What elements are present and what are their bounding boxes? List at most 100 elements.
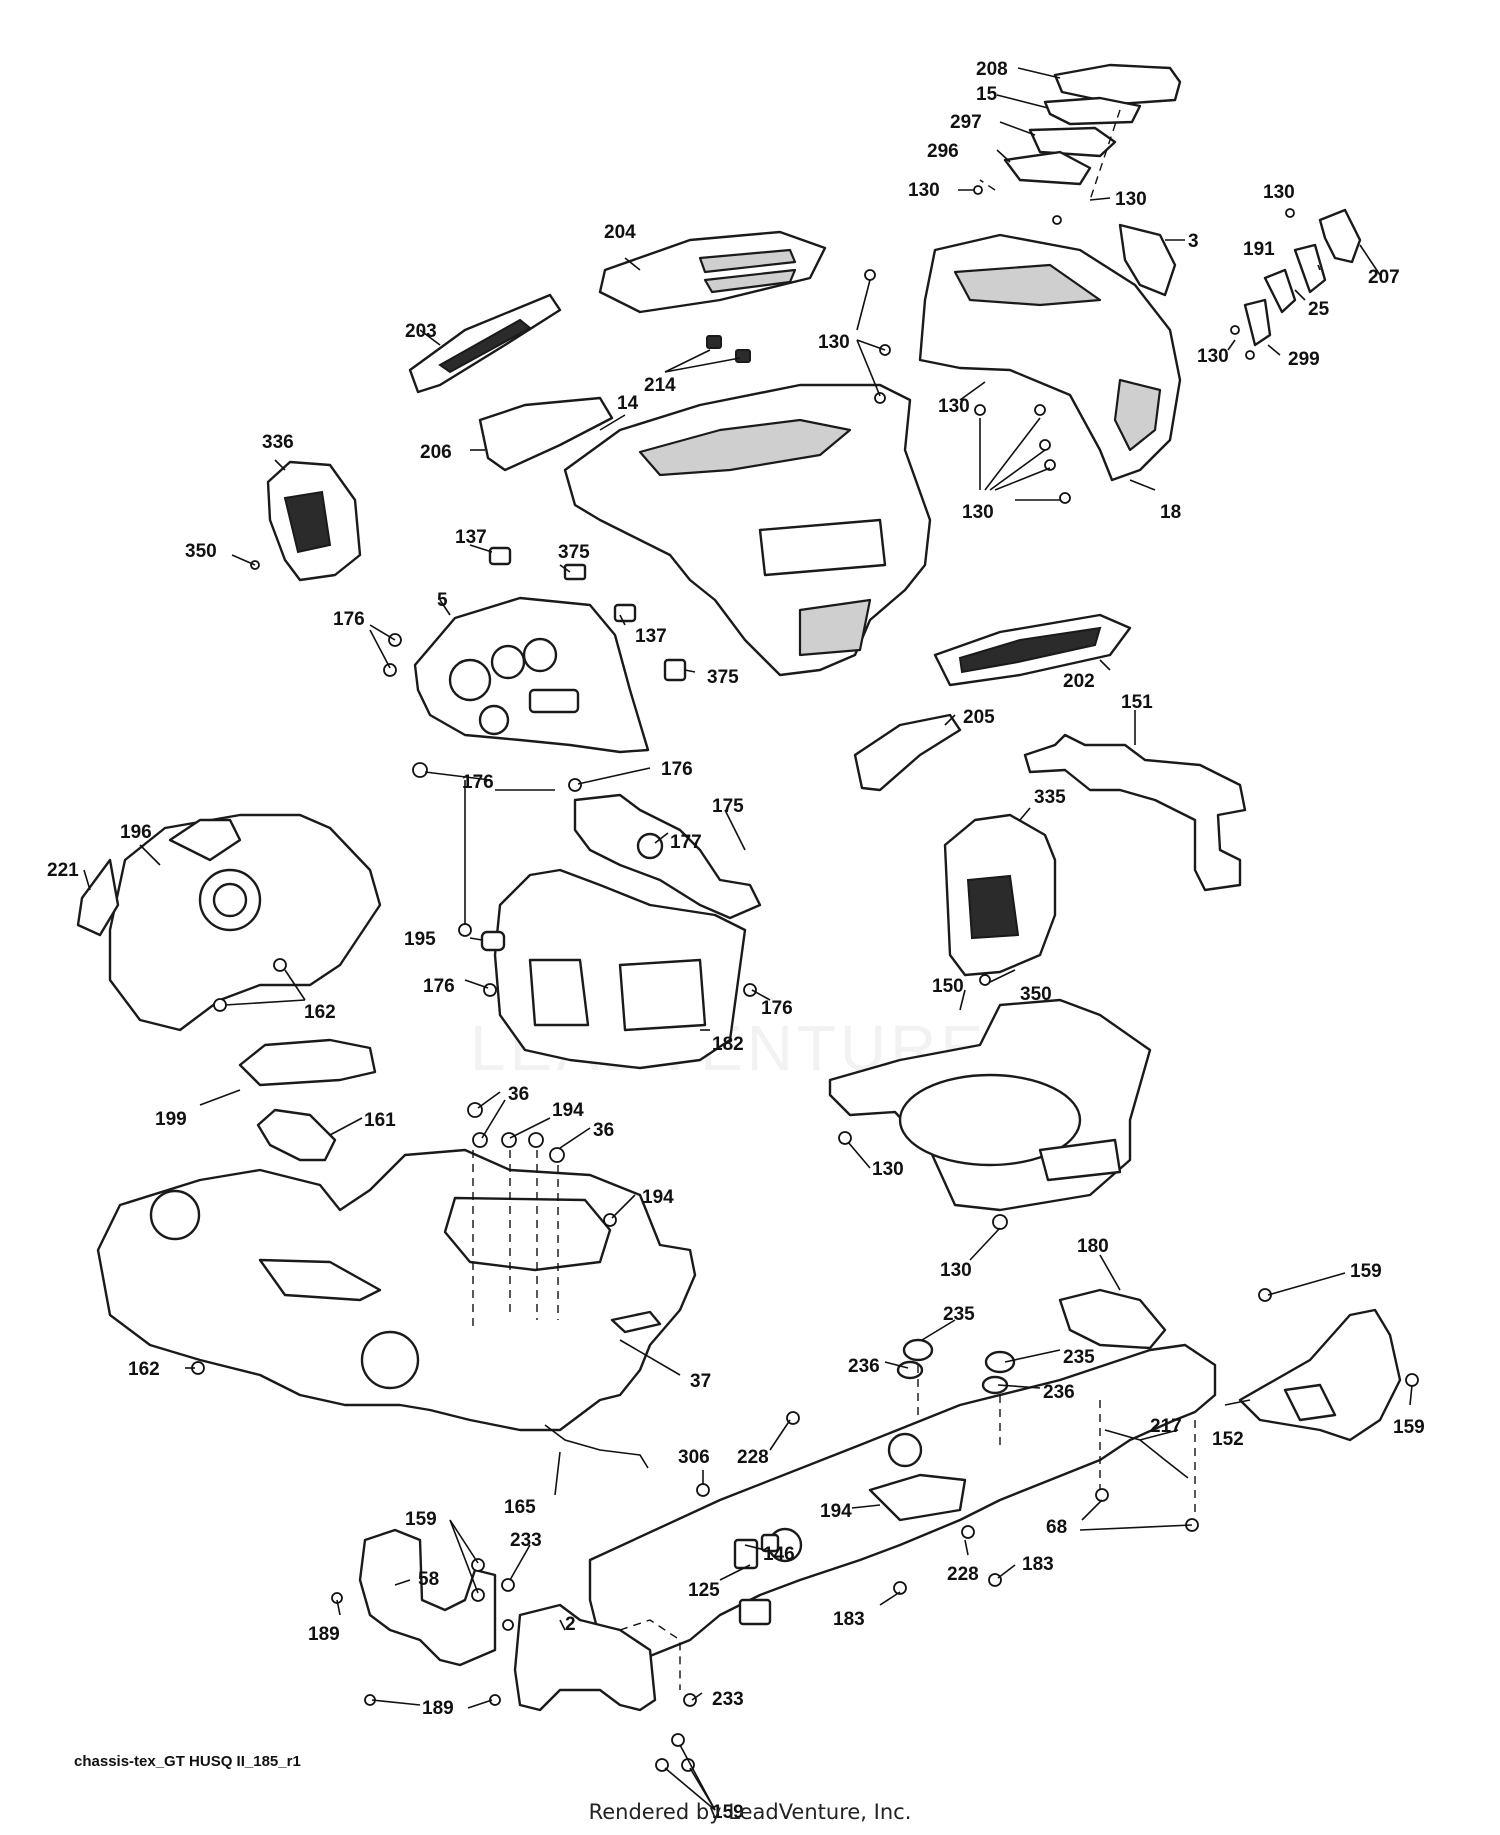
part-label-228[interactable]: 228 — [737, 1447, 769, 1468]
part-195-drawing — [480, 930, 506, 952]
part-label-299[interactable]: 299 — [1288, 349, 1320, 370]
part-label-233[interactable]: 233 — [510, 1530, 542, 1551]
part-label-137[interactable]: 137 — [635, 626, 667, 647]
part-label-15[interactable]: 15 — [976, 84, 998, 105]
part-label-130[interactable]: 130 — [818, 332, 850, 353]
part-label-36[interactable]: 36 — [508, 1084, 529, 1105]
part-label-375[interactable]: 375 — [558, 542, 590, 563]
part-label-350[interactable]: 350 — [185, 541, 217, 562]
part-label-203[interactable]: 203 — [405, 321, 437, 342]
part-175-drawing — [573, 793, 762, 920]
part-label-2[interactable]: 2 — [565, 1614, 576, 1635]
part-297-drawing — [1028, 126, 1117, 158]
part-151-drawing — [1023, 733, 1247, 892]
part-label-176[interactable]: 176 — [761, 998, 793, 1019]
part-label-151[interactable]: 151 — [1121, 692, 1153, 713]
part-label-18[interactable]: 18 — [1160, 502, 1181, 523]
part-label-194[interactable]: 194 — [552, 1100, 584, 1121]
part-label-130[interactable]: 130 — [1115, 189, 1147, 210]
part-label-208[interactable]: 208 — [976, 59, 1008, 80]
part-label-206[interactable]: 206 — [420, 442, 452, 463]
part-label-176[interactable]: 176 — [423, 976, 455, 997]
part-label-199[interactable]: 199 — [155, 1109, 187, 1130]
part-label-175[interactable]: 175 — [712, 796, 744, 817]
part-label-196[interactable]: 196 — [120, 822, 152, 843]
part-152-drawing — [1238, 1308, 1402, 1442]
part-label-130[interactable]: 130 — [872, 1159, 904, 1180]
part-label-68[interactable]: 68 — [1046, 1517, 1067, 1538]
part-label-37[interactable]: 37 — [690, 1371, 711, 1392]
part-label-233[interactable]: 233 — [712, 1689, 744, 1710]
part-label-125[interactable]: 125 — [688, 1580, 720, 1601]
part-label-204[interactable]: 204 — [604, 222, 636, 243]
part-label-194[interactable]: 194 — [642, 1187, 674, 1208]
part-label-159[interactable]: 159 — [1393, 1417, 1425, 1438]
part-label-180[interactable]: 180 — [1077, 1236, 1109, 1257]
part-drawings — [76, 63, 1402, 1712]
part-191-drawing — [1263, 268, 1297, 314]
part-label-159[interactable]: 159 — [405, 1509, 437, 1530]
part-label-236[interactable]: 236 — [848, 1356, 880, 1377]
part-label-221[interactable]: 221 — [47, 860, 79, 881]
part-label-3[interactable]: 3 — [1188, 231, 1199, 252]
part-label-176[interactable]: 176 — [462, 772, 494, 793]
part-label-5[interactable]: 5 — [437, 590, 448, 611]
part-label-159[interactable]: 159 — [712, 1802, 744, 1823]
part-label-189[interactable]: 189 — [308, 1624, 340, 1645]
part-label-150[interactable]: 150 — [932, 976, 964, 997]
part-label-162[interactable]: 162 — [128, 1359, 160, 1380]
part-label-335[interactable]: 335 — [1034, 787, 1066, 808]
part-label-162[interactable]: 162 — [304, 1002, 336, 1023]
part-label-130[interactable]: 130 — [908, 180, 940, 201]
part-label-161[interactable]: 161 — [364, 1110, 396, 1131]
part-label-36[interactable]: 36 — [593, 1120, 614, 1141]
part-15-drawing — [1043, 96, 1142, 126]
part-label-296[interactable]: 296 — [927, 141, 959, 162]
part-label-217[interactable]: 217 — [1150, 1416, 1182, 1437]
part-label-235[interactable]: 235 — [943, 1304, 975, 1325]
part-label-350[interactable]: 350 — [1020, 984, 1052, 1005]
part-label-176[interactable]: 176 — [333, 609, 365, 630]
part-label-214[interactable]: 214 — [644, 375, 676, 396]
part-label-130[interactable]: 130 — [962, 502, 994, 523]
part-296-drawing — [1003, 150, 1092, 186]
part-label-202[interactable]: 202 — [1063, 671, 1095, 692]
part-label-236[interactable]: 236 — [1043, 1382, 1075, 1403]
render-credit-footer: Rendered by LeadVenture, Inc. — [588, 1800, 912, 1824]
part-label-176[interactable]: 176 — [661, 759, 693, 780]
part-label-130[interactable]: 130 — [1263, 182, 1295, 203]
part-label-152[interactable]: 152 — [1212, 1429, 1244, 1450]
part-label-130[interactable]: 130 — [938, 396, 970, 417]
part-label-182[interactable]: 182 — [712, 1034, 744, 1055]
part-label-195[interactable]: 195 — [404, 929, 436, 950]
part-label-58[interactable]: 58 — [418, 1569, 439, 1590]
part-25-drawing — [1293, 243, 1327, 294]
part-299-drawing — [1243, 298, 1272, 347]
part-137-drawing — [488, 546, 512, 566]
part-label-177[interactable]: 177 — [670, 832, 702, 853]
part-label-130[interactable]: 130 — [940, 1260, 972, 1281]
part-label-207[interactable]: 207 — [1368, 267, 1400, 288]
part-label-25[interactable]: 25 — [1308, 299, 1330, 320]
part-label-165[interactable]: 165 — [504, 1497, 536, 1518]
part-label-336[interactable]: 336 — [262, 432, 294, 453]
part-label-183[interactable]: 183 — [833, 1609, 865, 1630]
part-label-194[interactable]: 194 — [820, 1501, 852, 1522]
part-161-drawing — [256, 1108, 337, 1162]
leader-lines — [83, 67, 1413, 1811]
part-label-306[interactable]: 306 — [678, 1447, 710, 1468]
part-label-235[interactable]: 235 — [1063, 1347, 1095, 1368]
part-label-191[interactable]: 191 — [1243, 239, 1275, 260]
part-label-375[interactable]: 375 — [707, 667, 739, 688]
part-label-137[interactable]: 137 — [455, 527, 487, 548]
part-label-228[interactable]: 228 — [947, 1564, 979, 1585]
part-label-14[interactable]: 14 — [617, 393, 639, 414]
part-label-146[interactable]: 146 — [763, 1544, 795, 1565]
part-label-130[interactable]: 130 — [1197, 346, 1229, 367]
part-label-183[interactable]: 183 — [1022, 1554, 1054, 1575]
part-label-297[interactable]: 297 — [950, 112, 982, 133]
part-label-159[interactable]: 159 — [1350, 1261, 1382, 1282]
part-label-189[interactable]: 189 — [422, 1698, 454, 1719]
part-label-205[interactable]: 205 — [963, 707, 995, 728]
